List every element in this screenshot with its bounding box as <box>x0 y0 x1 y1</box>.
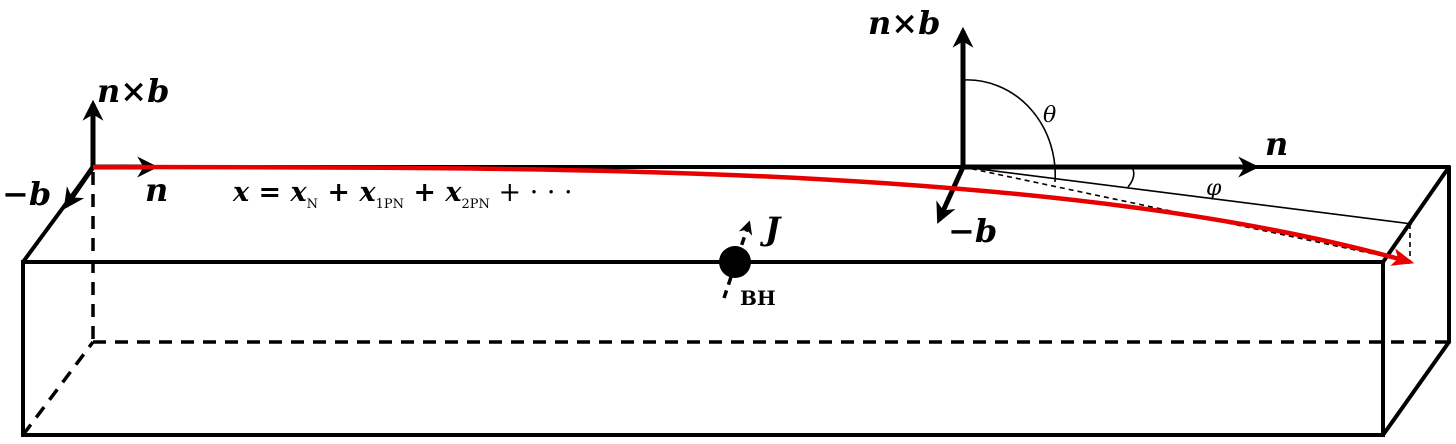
left-n-label: n <box>145 171 168 209</box>
eq-lhs: x <box>232 177 250 208</box>
black-hole <box>719 246 751 278</box>
eq-sub-1pn: 1PN <box>376 197 404 212</box>
eq-dots: + · · · <box>490 177 573 208</box>
right-n-label: n <box>1265 125 1288 163</box>
eq-equals: = <box>249 177 290 208</box>
eq-xn: x <box>290 177 308 208</box>
eq-x2pn: x <box>444 177 462 208</box>
box-front-face <box>21 260 1385 437</box>
left-nxb-label: n×b <box>97 72 169 110</box>
spin-J-label: J <box>759 210 782 248</box>
left-frame: n×b −b n <box>2 72 169 213</box>
eq-x1pn: x <box>358 177 376 208</box>
box-top-right-edge <box>1381 165 1451 264</box>
right-minus-b-axis <box>936 165 966 224</box>
black-hole-group: J BH <box>719 210 782 310</box>
theta-label: θ <box>1043 103 1056 128</box>
box-hidden-diagonal-edge <box>21 340 95 437</box>
deflected-direction-solid <box>962 166 1413 225</box>
eq-sub-n: N <box>307 197 318 212</box>
phi-label: φ <box>1206 176 1222 201</box>
eq-sub-2pn: 2PN <box>462 197 490 212</box>
right-frame: n×b n −b θ φ <box>868 4 1413 263</box>
left-minus-b-axis <box>63 165 96 210</box>
left-minus-b-label: −b <box>2 175 51 213</box>
box-right-bottom-edge <box>1381 340 1451 437</box>
photon-trajectory <box>92 164 1415 266</box>
eq-plus-1: + <box>318 177 359 208</box>
right-minus-b-label: −b <box>948 212 997 250</box>
theta-arc <box>962 79 1057 183</box>
trajectory-equation: x = xN + x1PN + x2PN + · · · <box>232 177 573 212</box>
eq-plus-2: + <box>404 177 445 208</box>
bh-label: BH <box>740 286 776 310</box>
phi-arc <box>1127 166 1135 188</box>
right-nxb-label: n×b <box>868 4 940 42</box>
